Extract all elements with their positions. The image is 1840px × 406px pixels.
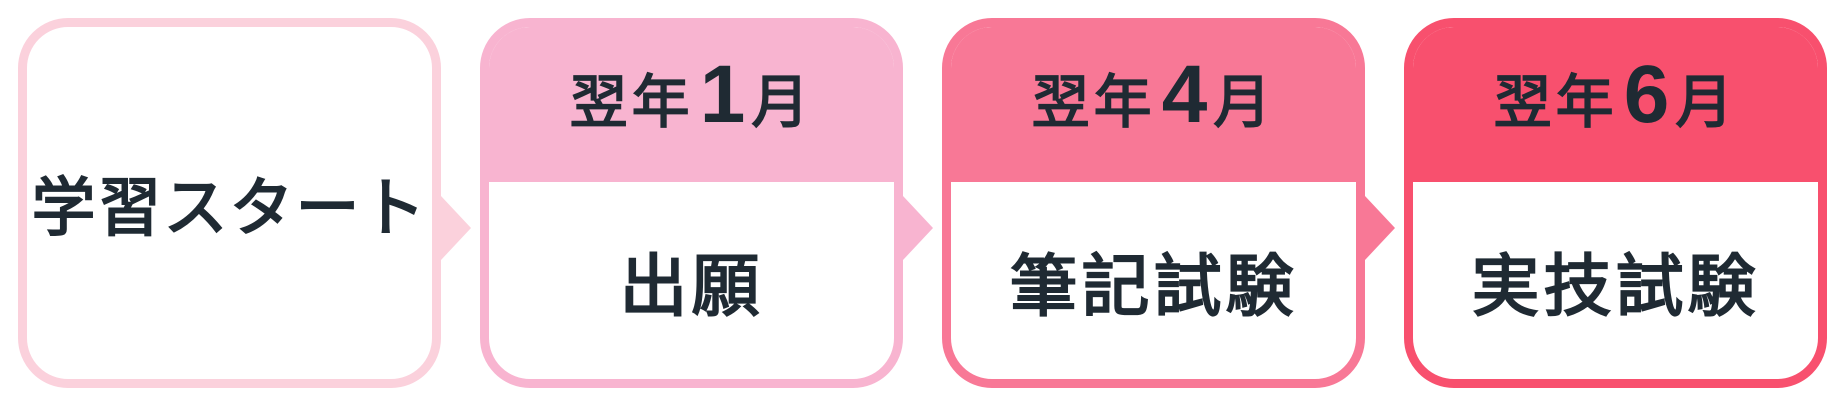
step-practical-exam-header: 翌年 6 月 — [1413, 27, 1818, 182]
step-written-exam-header: 翌年 4 月 — [951, 27, 1356, 182]
month-number: 1 — [699, 49, 746, 140]
month-suffix: 月 — [1213, 68, 1276, 136]
arrow-2-icon — [903, 196, 933, 260]
step-application-body: 出願 — [489, 182, 894, 379]
step-application-card: 翌年 1 月 出願 — [480, 18, 903, 388]
month-prefix: 翌年 — [1031, 68, 1156, 136]
step-application-label: 出願 — [619, 248, 764, 327]
month-prefix: 翌年 — [1493, 68, 1618, 136]
step-written-exam-label: 筆記試験 — [1009, 248, 1298, 327]
step-written-exam-card: 翌年 4 月 筆記試験 — [942, 18, 1365, 388]
step-practical-exam-label: 実技試験 — [1471, 248, 1760, 327]
month-suffix: 月 — [751, 68, 814, 136]
step-application-header: 翌年 1 月 — [489, 27, 894, 182]
step-application-month: 翌年 1 月 — [570, 54, 814, 139]
step-written-exam-month: 翌年 4 月 — [1032, 54, 1276, 139]
step-practical-exam-body: 実技試験 — [1413, 182, 1818, 379]
step-start-label: 学習スタート — [31, 172, 428, 246]
arrow-1-icon — [441, 196, 471, 260]
month-number: 6 — [1623, 49, 1670, 140]
step-practical-exam-month: 翌年 6 月 — [1494, 54, 1738, 139]
arrow-3-icon — [1365, 196, 1395, 260]
step-start-body: 学習スタート — [27, 27, 432, 379]
step-start-card: 学習スタート — [18, 18, 441, 388]
month-prefix: 翌年 — [569, 68, 694, 136]
step-written-exam-body: 筆記試験 — [951, 182, 1356, 379]
month-suffix: 月 — [1675, 68, 1738, 136]
step-practical-exam-card: 翌年 6 月 実技試験 — [1404, 18, 1827, 388]
month-number: 4 — [1161, 49, 1208, 140]
